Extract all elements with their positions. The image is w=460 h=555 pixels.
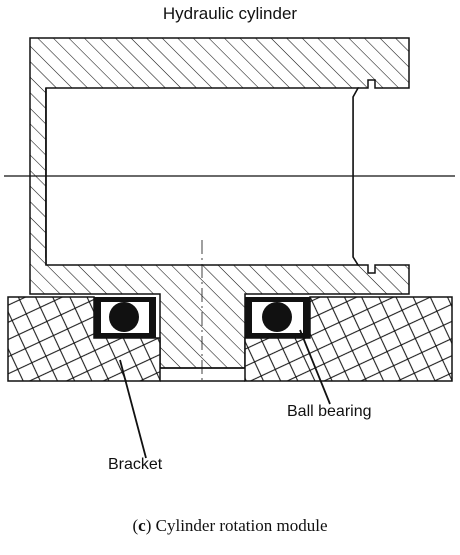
ball-bearing-right — [245, 297, 310, 338]
caption-text: Cylinder rotation module — [155, 516, 328, 535]
bracket-label: Bracket — [108, 456, 163, 473]
figure-caption: (c) Cylinder rotation module — [132, 516, 328, 535]
ball-bearing-left — [94, 297, 156, 338]
bearing-leader — [299, 329, 331, 405]
bracket-leader — [119, 359, 147, 459]
ball-bearing-label: Ball bearing — [287, 403, 372, 420]
hydraulic-cylinder-label: Hydraulic cylinder — [162, 4, 298, 23]
caption-letter: c — [138, 516, 146, 535]
